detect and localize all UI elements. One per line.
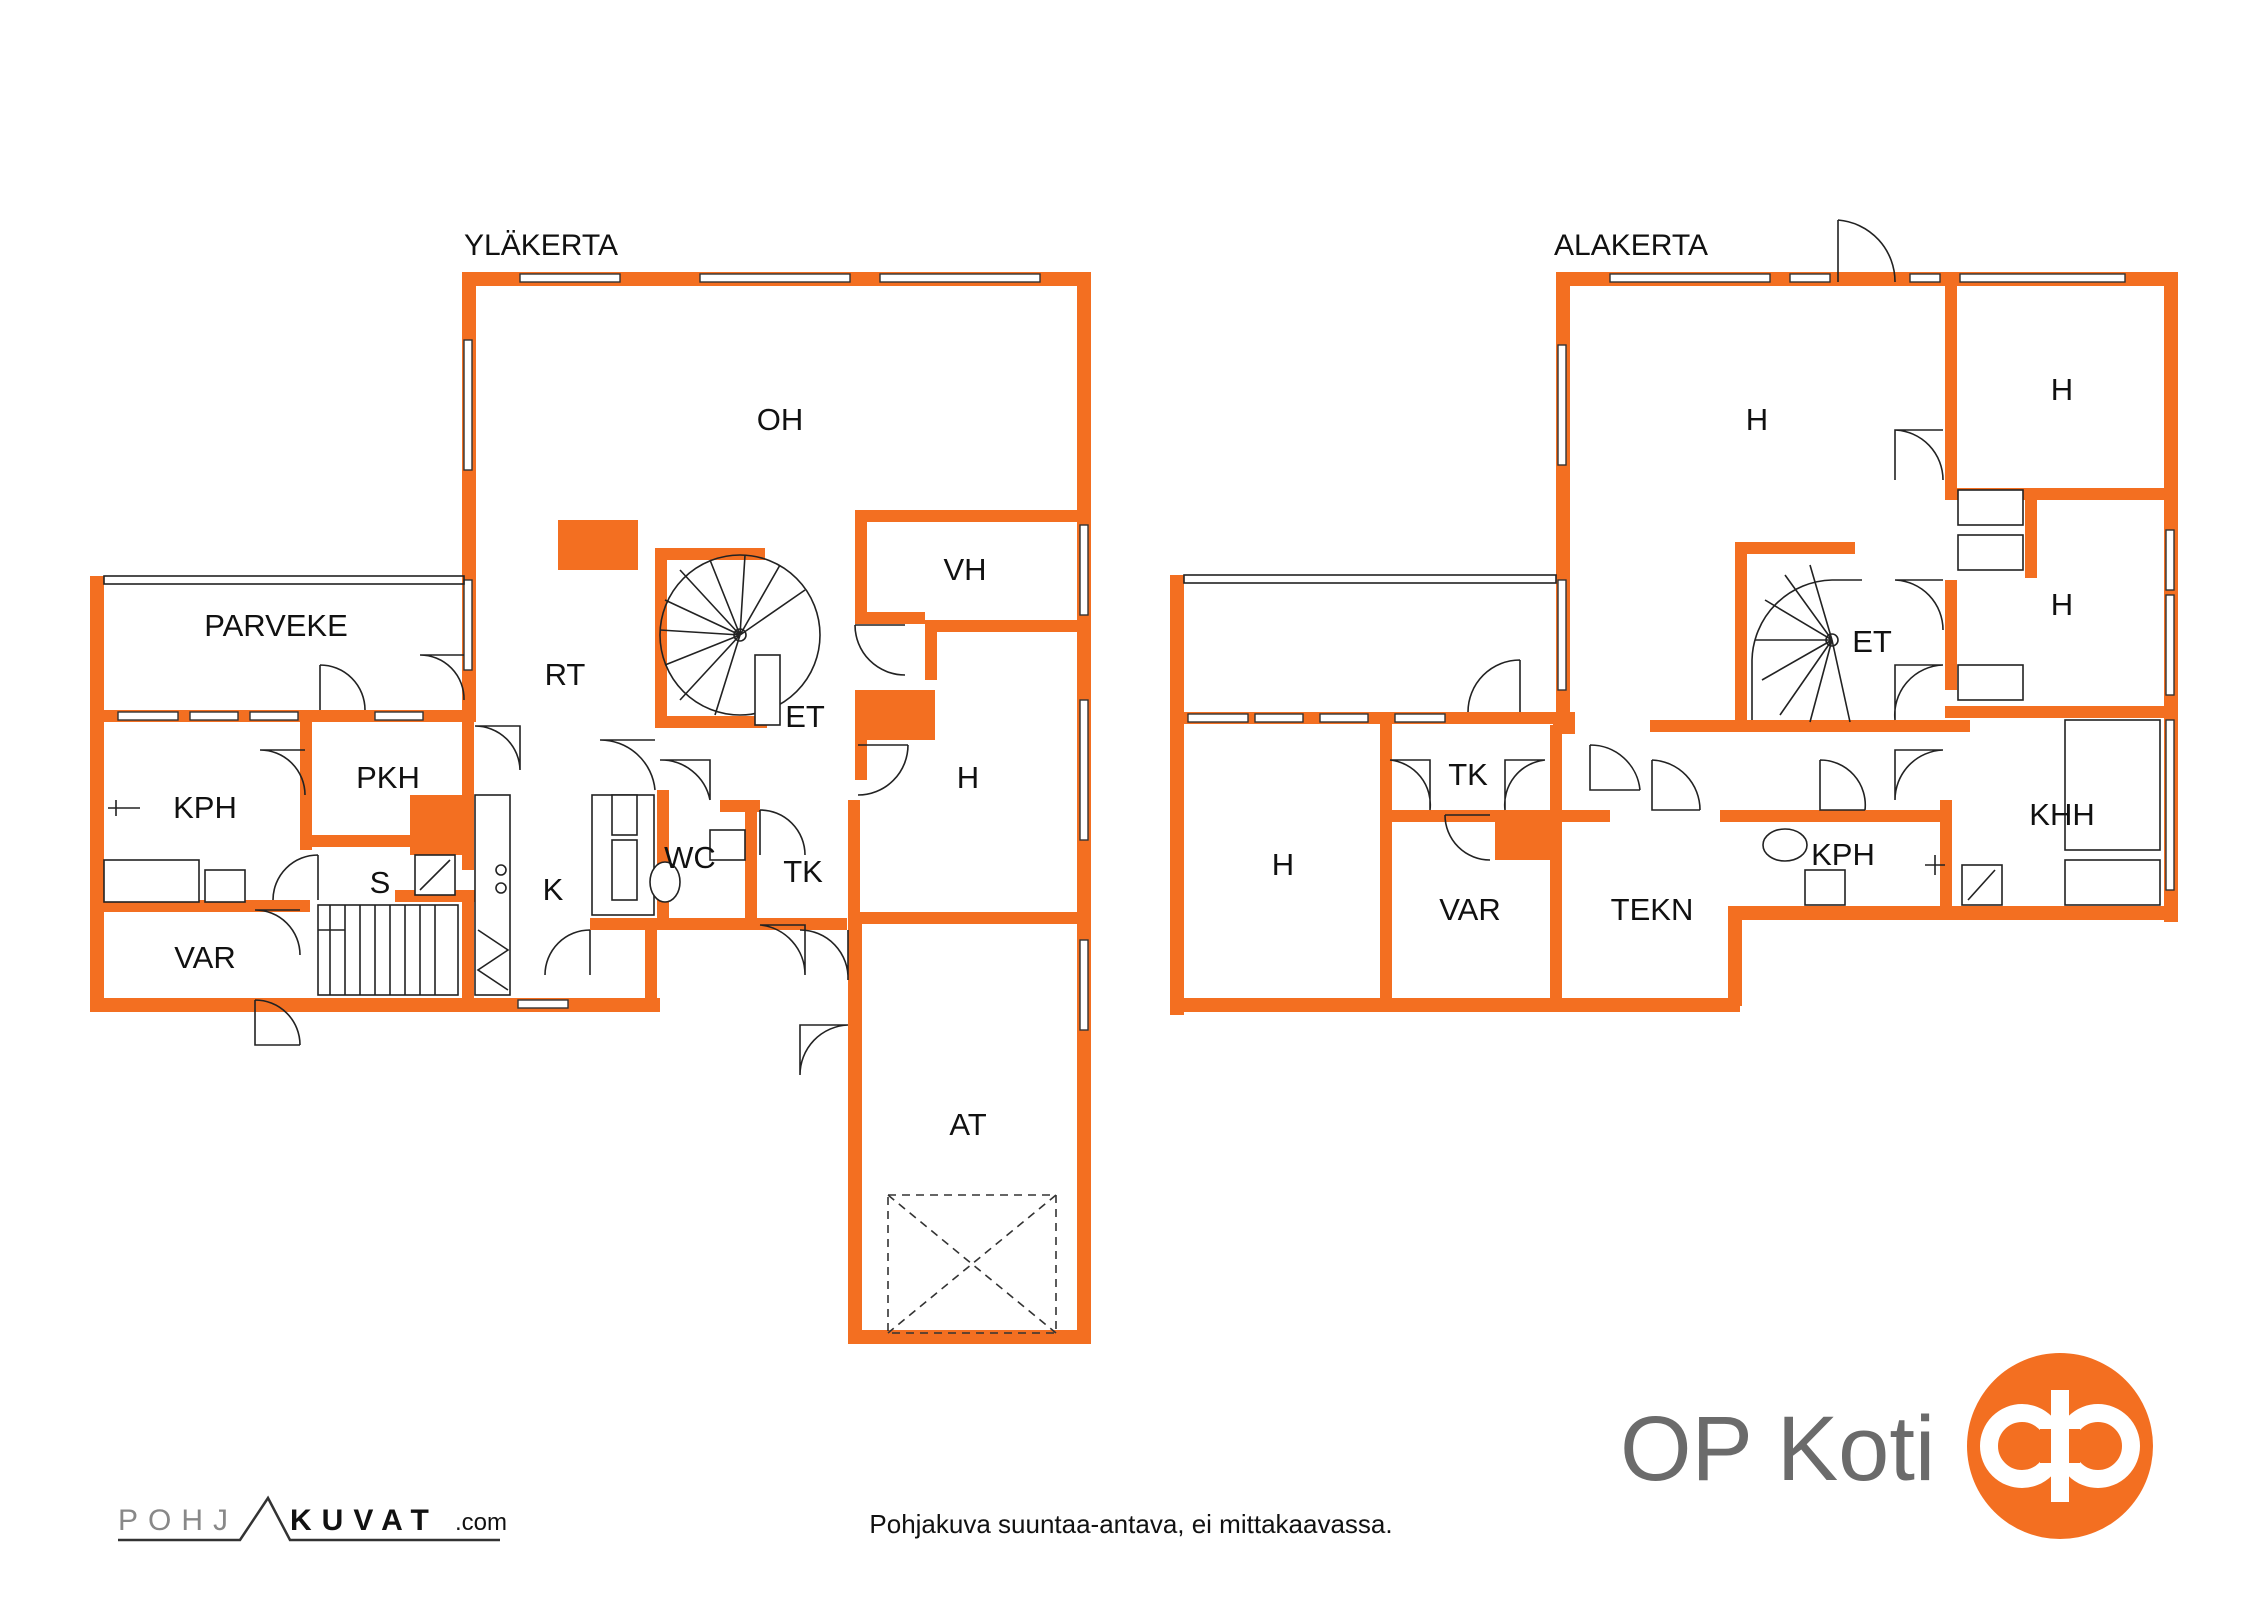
room-h-lower-mid-right: H	[2051, 587, 2073, 622]
lower-floor-plan	[1170, 219, 2178, 1015]
room-tekn: TEKN	[1611, 892, 1694, 927]
lower-floor-label: ALAKERTA	[1554, 229, 1708, 262]
svg-text:.com: .com	[455, 1509, 507, 1536]
op-logo	[1967, 1353, 2153, 1539]
room-rt: RT	[545, 657, 586, 692]
room-kph-lower: KPH	[1811, 837, 1875, 872]
room-k: K	[543, 872, 564, 907]
room-parveke: PARVEKE	[204, 608, 348, 643]
room-pkh: PKH	[356, 760, 420, 795]
brand-name: OP Koti	[1620, 1398, 1935, 1500]
upper-floor-plan	[90, 272, 1091, 1344]
room-s: S	[370, 865, 391, 900]
room-tk-upper: TK	[783, 854, 823, 889]
svg-text:KUVAT: KUVAT	[290, 1504, 439, 1537]
svg-text:POHJ: POHJ	[118, 1504, 238, 1537]
room-var-upper: VAR	[174, 940, 235, 975]
room-vh: VH	[943, 552, 986, 587]
room-h-lower-main: H	[1746, 402, 1768, 437]
room-oh: OH	[757, 402, 804, 437]
disclaimer-text: Pohjakuva suuntaa-antava, ei mittakaavas…	[869, 1509, 1392, 1539]
room-et-upper: ET	[785, 699, 825, 734]
room-var-lower: VAR	[1439, 892, 1500, 927]
room-khh: KHH	[2029, 797, 2094, 832]
room-h-upper: H	[957, 760, 979, 795]
room-wc: WC	[664, 840, 716, 875]
room-tk-lower: TK	[1448, 757, 1488, 792]
upper-floor-label: YLÄKERTA	[464, 229, 618, 262]
room-et-lower: ET	[1852, 624, 1892, 659]
room-h-lower-left: H	[1272, 847, 1294, 882]
room-kph-upper: KPH	[173, 790, 237, 825]
room-at: AT	[949, 1107, 986, 1142]
pohjakuvat-logo: POHJ KUVAT .com	[118, 1495, 507, 1542]
room-h-lower-top-right: H	[2051, 372, 2073, 407]
